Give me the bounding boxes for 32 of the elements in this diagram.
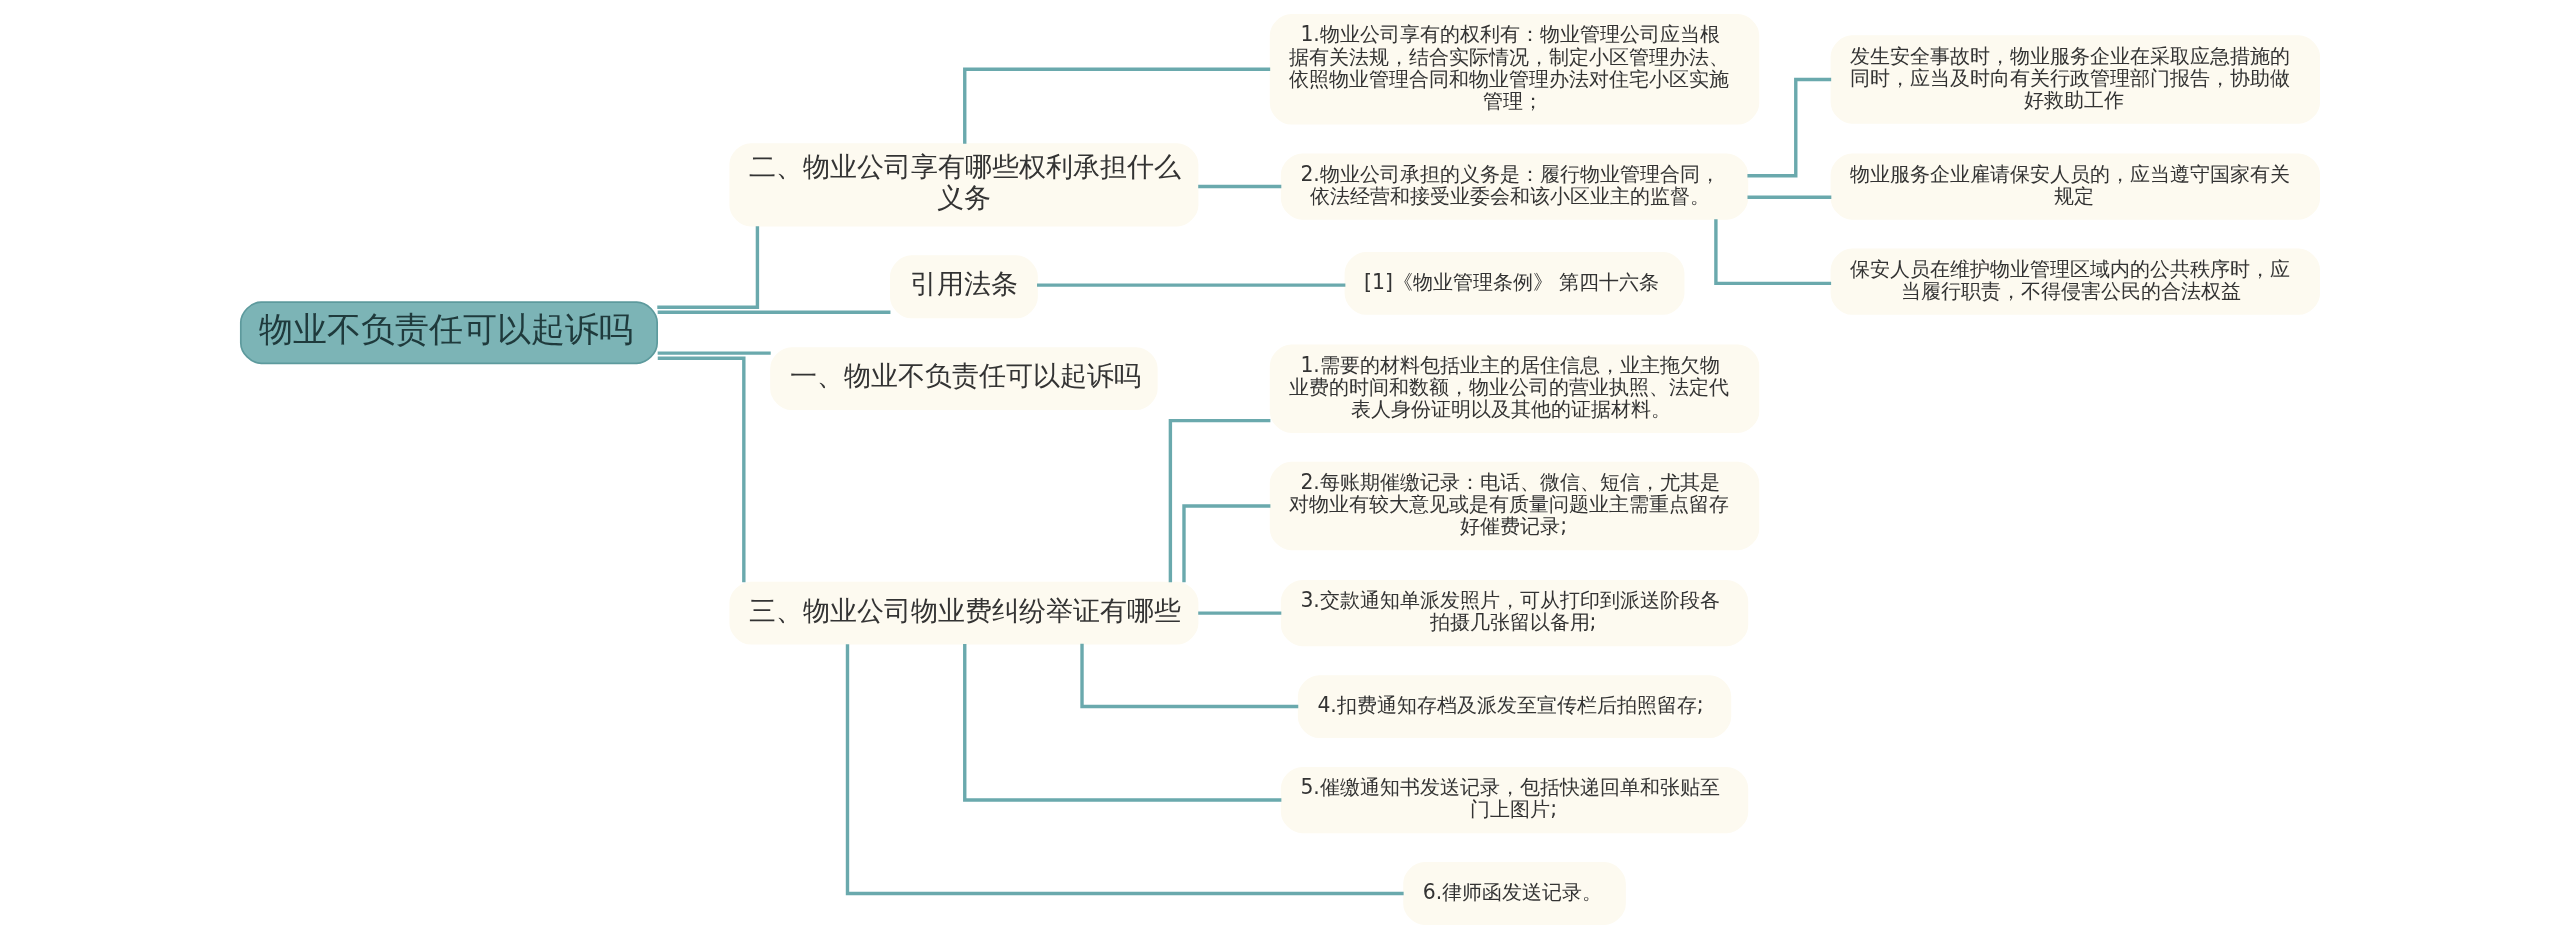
connector <box>1037 283 1346 287</box>
node-box: 物业服务企业雇请保安人员的，应当遵守国家有关规定 <box>1830 153 2321 220</box>
connector <box>845 644 1404 896</box>
node-box: 4.扣费通知存档及派发至宣传栏后拍照留存; <box>1297 675 1732 738</box>
node-box: 一、物业不负责任可以起诉吗 <box>770 347 1158 411</box>
connector <box>1198 611 1282 615</box>
connector <box>1714 219 1832 286</box>
node-box: 发生安全事故时，物业服务企业在采取应急措施的同时，应当及时向有关行政管理部门报告，协助做好救助工作 <box>1830 35 2321 124</box>
node-box: 2.物业公司承担的义务是：履行物业管理合同，依法经营和接受业委会和该小区业主的监督。 <box>1280 153 1749 220</box>
node-box: 三、物业公司物业费纠纷举证有哪些 <box>729 581 1199 645</box>
connector <box>963 67 1271 144</box>
node-box: 3.交款通知单派发照片，可从打印到派送阶段各拍摄几张留以备用; <box>1280 579 1749 647</box>
connector <box>657 310 891 314</box>
connector <box>657 356 746 583</box>
connector <box>1080 643 1299 709</box>
node-box: [1]《物业管理条例》 第四十六条 <box>1344 251 1685 315</box>
connector <box>1198 184 1282 189</box>
node-box: 引用法条 <box>890 255 1038 319</box>
node-box: 1.需要的材料包括业主的居住信息，业主拖欠物业费的时间和数额，物业公司的营业执照、法定代表人身份证明以及其他的证据材料。 <box>1269 344 1760 433</box>
node-box: 二、物业公司享有哪些权利承担什么义务 <box>729 143 1199 227</box>
node-box: 2.每账期催缴记录：电话、微信、短信，尤其是对物业有较大意见或是有质量问题业主需重点留存好催费记录; <box>1269 461 1760 551</box>
connector <box>1168 418 1271 583</box>
connector <box>657 226 760 309</box>
node-box: 物业不负责任可以起诉吗 <box>239 301 658 365</box>
connector <box>1182 504 1271 583</box>
connector <box>963 643 1282 802</box>
node-box: 6.律师函发送记录。 <box>1403 862 1626 925</box>
connector <box>657 351 771 355</box>
connector <box>1747 195 1832 199</box>
node-box: 1.物业公司享有的权利有：物业管理公司应当根据有关法规，结合实际情况，制定小区管理办法、依照物业管理合同和物业管理办法对住宅小区实施管理； <box>1269 14 1760 125</box>
node-box: 保安人员在维护物业管理区域内的公共秩序时，应当履行职责，不得侵害公民的合法权益 <box>1830 248 2321 315</box>
node-box: 5.催缴通知书发送记录，包括快递回单和张贴至门上图片; <box>1280 766 1749 834</box>
